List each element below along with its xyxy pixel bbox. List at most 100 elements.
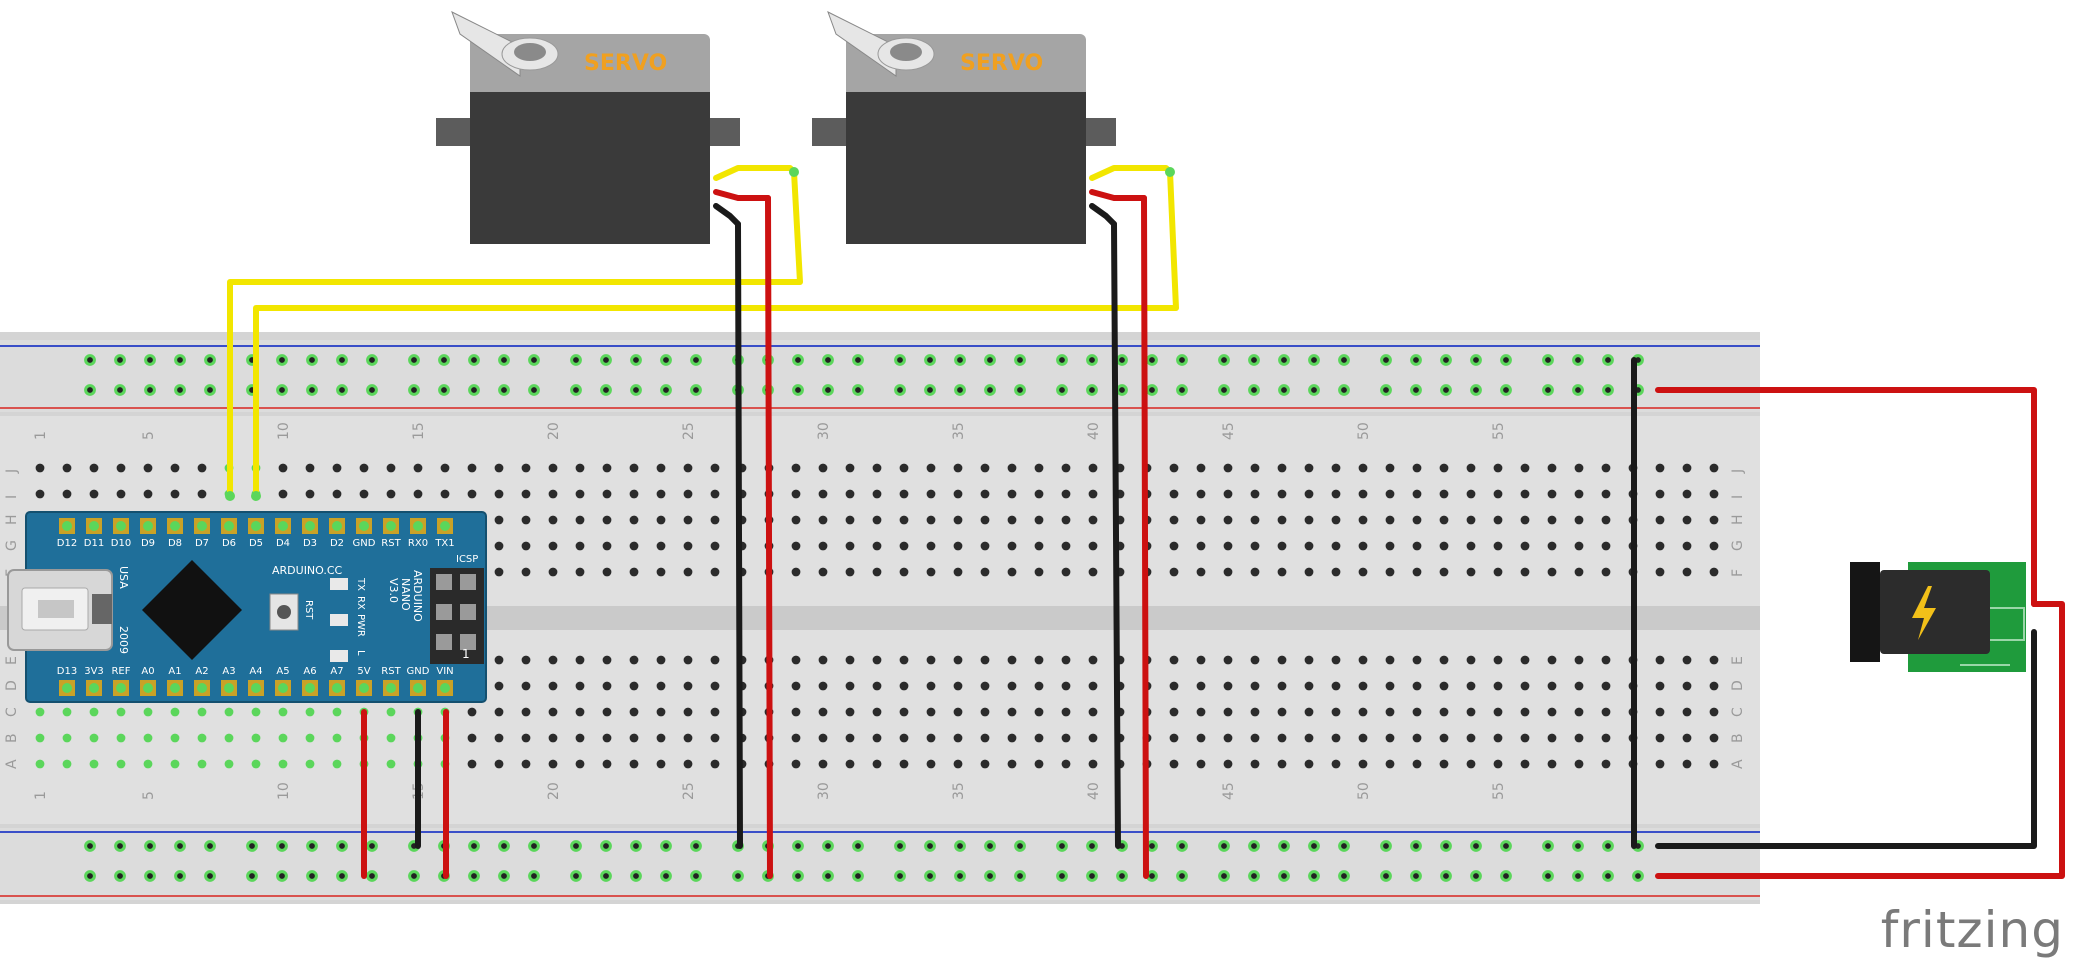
power-rail-hole[interactable]	[600, 840, 612, 852]
breadboard-hole[interactable]	[818, 681, 828, 691]
power-rail-hole[interactable]	[1380, 384, 1392, 396]
power-rail-hole[interactable]	[570, 354, 582, 366]
breadboard-hole[interactable]	[305, 463, 315, 473]
power-rail-hole[interactable]	[1602, 354, 1614, 366]
nano-pin[interactable]	[440, 683, 450, 693]
breadboard-hole[interactable]	[818, 489, 828, 499]
breadboard-hole[interactable]	[548, 681, 558, 691]
breadboard-hole[interactable]	[1007, 681, 1017, 691]
breadboard-hole[interactable]	[899, 655, 909, 665]
breadboard-hole[interactable]	[1574, 655, 1584, 665]
power-rail-hole[interactable]	[1470, 870, 1482, 882]
breadboard-hole[interactable]	[494, 759, 504, 769]
power-rail-hole[interactable]	[822, 840, 834, 852]
breadboard-hole[interactable]	[1574, 515, 1584, 525]
nano-pin[interactable]	[278, 521, 288, 531]
power-rail-hole[interactable]	[276, 840, 288, 852]
nano-pin[interactable]	[62, 683, 72, 693]
breadboard-hole[interactable]	[1088, 681, 1098, 691]
power-rail-hole[interactable]	[1146, 354, 1158, 366]
nano-pin[interactable]	[359, 521, 369, 531]
ground-wire-servo-1[interactable]	[735, 221, 743, 849]
breadboard-hole[interactable]	[548, 541, 558, 551]
breadboard-hole[interactable]	[1331, 681, 1341, 691]
nano-pin[interactable]	[440, 521, 450, 531]
power-rail-hole[interactable]	[1542, 384, 1554, 396]
breadboard-hole[interactable]	[791, 655, 801, 665]
breadboard-hole[interactable]	[872, 681, 882, 691]
breadboard-hole[interactable]	[926, 759, 936, 769]
nano-pin[interactable]	[224, 683, 234, 693]
breadboard-hole[interactable]	[845, 707, 855, 717]
power-rail-hole[interactable]	[792, 870, 804, 882]
power-rail-hole[interactable]	[1572, 384, 1584, 396]
breadboard-hole[interactable]	[1547, 489, 1557, 499]
servo-2-signal-lead[interactable]	[1089, 165, 1173, 181]
breadboard-hole[interactable]	[548, 707, 558, 717]
breadboard-hole[interactable]	[899, 681, 909, 691]
power-rail-hole[interactable]	[1470, 840, 1482, 852]
breadboard-hole[interactable]	[1196, 759, 1206, 769]
power-rail-hole[interactable]	[600, 354, 612, 366]
breadboard-hole[interactable]	[1061, 759, 1071, 769]
breadboard-hole[interactable]	[224, 759, 234, 769]
breadboard-hole[interactable]	[1547, 463, 1557, 473]
breadboard-hole[interactable]	[1196, 515, 1206, 525]
breadboard-hole[interactable]	[1061, 707, 1071, 717]
power-rail-hole[interactable]	[792, 840, 804, 852]
power-rail-hole[interactable]	[366, 840, 378, 852]
breadboard-hole[interactable]	[1655, 567, 1665, 577]
breadboard-hole[interactable]	[656, 655, 666, 665]
breadboard-hole[interactable]	[1034, 567, 1044, 577]
power-rail-hole[interactable]	[1176, 870, 1188, 882]
breadboard-hole[interactable]	[386, 759, 396, 769]
breadboard-hole[interactable]	[143, 463, 153, 473]
breadboard-hole[interactable]	[1709, 759, 1719, 769]
breadboard-hole[interactable]	[1547, 759, 1557, 769]
breadboard-hole[interactable]	[89, 759, 99, 769]
power-rail-hole[interactable]	[468, 354, 480, 366]
breadboard-hole[interactable]	[926, 489, 936, 499]
breadboard-hole[interactable]	[1709, 489, 1719, 499]
breadboard-hole[interactable]	[1547, 541, 1557, 551]
breadboard-hole[interactable]	[683, 541, 693, 551]
power-rail-hole[interactable]	[1542, 354, 1554, 366]
breadboard-hole[interactable]	[413, 489, 423, 499]
breadboard-hole[interactable]	[953, 759, 963, 769]
power-rail-hole[interactable]	[1248, 840, 1260, 852]
breadboard-hole[interactable]	[872, 733, 882, 743]
breadboard-hole[interactable]	[1547, 707, 1557, 717]
breadboard-hole[interactable]	[818, 707, 828, 717]
nano-pin[interactable]	[413, 683, 423, 693]
breadboard-hole[interactable]	[1655, 515, 1665, 525]
power-rail-hole[interactable]	[954, 840, 966, 852]
breadboard-hole[interactable]	[1304, 463, 1314, 473]
breadboard-hole[interactable]	[953, 733, 963, 743]
breadboard-hole[interactable]	[35, 463, 45, 473]
breadboard-hole[interactable]	[872, 759, 882, 769]
power-wire-servo-1[interactable]	[765, 195, 773, 879]
breadboard-hole[interactable]	[251, 707, 261, 717]
breadboard-hole[interactable]	[1682, 733, 1692, 743]
breadboard-hole[interactable]	[899, 463, 909, 473]
breadboard-hole[interactable]	[1439, 759, 1449, 769]
breadboard-hole[interactable]	[89, 489, 99, 499]
breadboard-hole[interactable]	[1331, 463, 1341, 473]
breadboard-hole[interactable]	[1358, 655, 1368, 665]
breadboard-hole[interactable]	[1520, 733, 1530, 743]
breadboard-hole[interactable]	[494, 567, 504, 577]
breadboard-hole[interactable]	[1007, 515, 1017, 525]
power-rail-hole[interactable]	[276, 354, 288, 366]
breadboard-hole[interactable]	[1439, 541, 1449, 551]
breadboard-hole[interactable]	[980, 759, 990, 769]
breadboard-hole[interactable]	[1088, 463, 1098, 473]
breadboard-hole[interactable]	[251, 759, 261, 769]
breadboard-hole[interactable]	[1277, 759, 1287, 769]
breadboard-hole[interactable]	[1169, 733, 1179, 743]
breadboard-hole[interactable]	[683, 489, 693, 499]
breadboard-hole[interactable]	[1709, 463, 1719, 473]
breadboard-hole[interactable]	[332, 733, 342, 743]
breadboard-hole[interactable]	[710, 733, 720, 743]
power-rail-hole[interactable]	[1338, 384, 1350, 396]
power-rail-hole[interactable]	[1014, 840, 1026, 852]
